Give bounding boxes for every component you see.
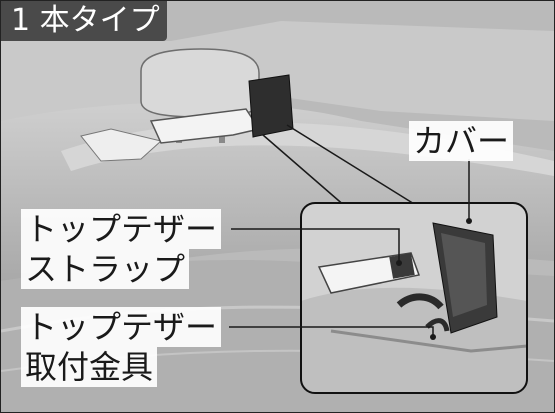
leader-tether-strap [231, 228, 400, 263]
rear-window-area [1, 21, 554, 121]
callout-wedge-left [262, 134, 347, 208]
label-tether-strap-line2: ストラップ [21, 249, 190, 289]
headrest [140, 48, 260, 118]
detail-inset [301, 203, 527, 393]
callout-wedge-right [286, 124, 420, 208]
tether-strap-main [149, 108, 261, 144]
label-cover: カバー [409, 121, 514, 161]
label-tether-strap-line1: トップテザー [21, 209, 222, 249]
seat-belt-strip [80, 128, 163, 162]
label-anchor-line1: トップテザー [21, 307, 222, 347]
title-tab: 1 本タイプ [1, 1, 167, 41]
label-anchor-line2: 取付金具 [21, 347, 158, 387]
leader-anchor [229, 326, 434, 337]
inset-border [300, 202, 528, 394]
cover-dark [248, 74, 294, 138]
